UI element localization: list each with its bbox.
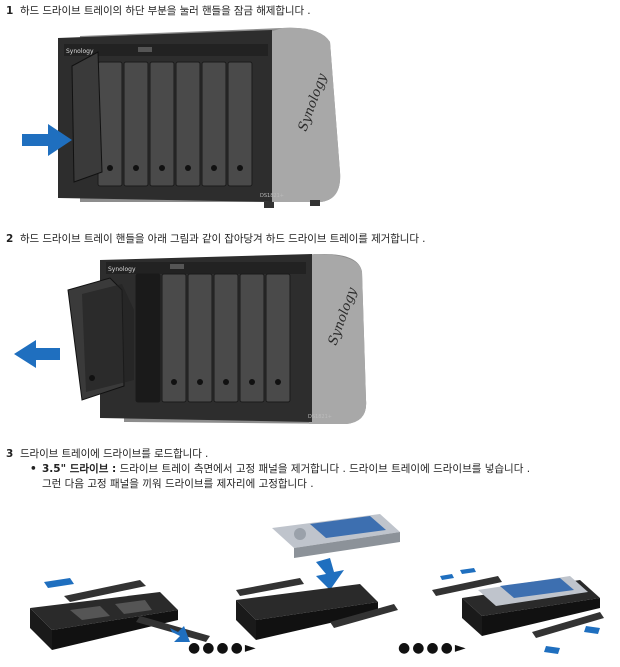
step-text: 하드 드라이브 트레이의 하단 부분을 눌러 핸들을 잠금 해제합니다 . [20, 5, 311, 17]
dotted-arrow-icon: ●●●●► [188, 640, 258, 656]
bullet-marker: • [30, 463, 37, 475]
step-text: 하드 드라이브 트레이 핸들을 아래 그림과 같이 잡아당겨 하드 드라이브 트… [20, 233, 426, 245]
nas-illustration-step-2: Synology DS1821+ Synology [14, 254, 367, 424]
step-3: 3 드라이브 트레이에 드라이브를 로드합니다 . [6, 447, 208, 461]
step-number: 2 [6, 233, 14, 245]
blue-arrow-left-icon [14, 340, 60, 368]
tray-panel-removed [30, 578, 210, 650]
tray-reattach-panels [432, 568, 604, 654]
step-1: 1 하드 드라이브 트레이의 하단 부분을 눌러 핸들을 잠금 해제합니다 . [6, 4, 311, 18]
bullet-label: 3.5" 드라이브 : [42, 463, 117, 475]
dotted-arrow-icon: ●●●●► [398, 640, 468, 656]
front-brand: Synology [108, 266, 136, 273]
step-text: 드라이브 트레이에 드라이브를 로드합니다 . [20, 448, 209, 460]
step-number: 3 [6, 448, 14, 460]
bullet-line-2: 그런 다음 고정 패널을 끼워 드라이브를 제자리에 고정합니다 . [42, 478, 314, 490]
blue-arrow-right-icon [22, 124, 72, 156]
blue-arrow-down-icon [316, 558, 344, 590]
nas-illustration-step-1: Synology DS1821+ Synology [22, 27, 341, 208]
tray-insert-drive [236, 514, 400, 640]
model-label: DS1821+ [260, 193, 284, 199]
front-brand: Synology [66, 48, 94, 55]
step-number: 1 [6, 5, 14, 17]
bullet-3-5-drive: • 3.5" 드라이브 : 드라이브 트레이 측면에서 고정 패널을 제거합니다 … [30, 462, 610, 492]
blue-arrow-icon [170, 626, 190, 642]
step-2: 2 하드 드라이브 트레이 핸들을 아래 그림과 같이 잡아당겨 하드 드라이브 … [6, 232, 425, 246]
tray-assembly-illustration: ●●●●► ●●●●► [30, 514, 604, 656]
bullet-line-1: 드라이브 트레이 측면에서 고정 패널을 제거합니다 . 드라이브 트레이에 드… [116, 463, 531, 475]
model-label: DS1821+ [308, 414, 332, 420]
